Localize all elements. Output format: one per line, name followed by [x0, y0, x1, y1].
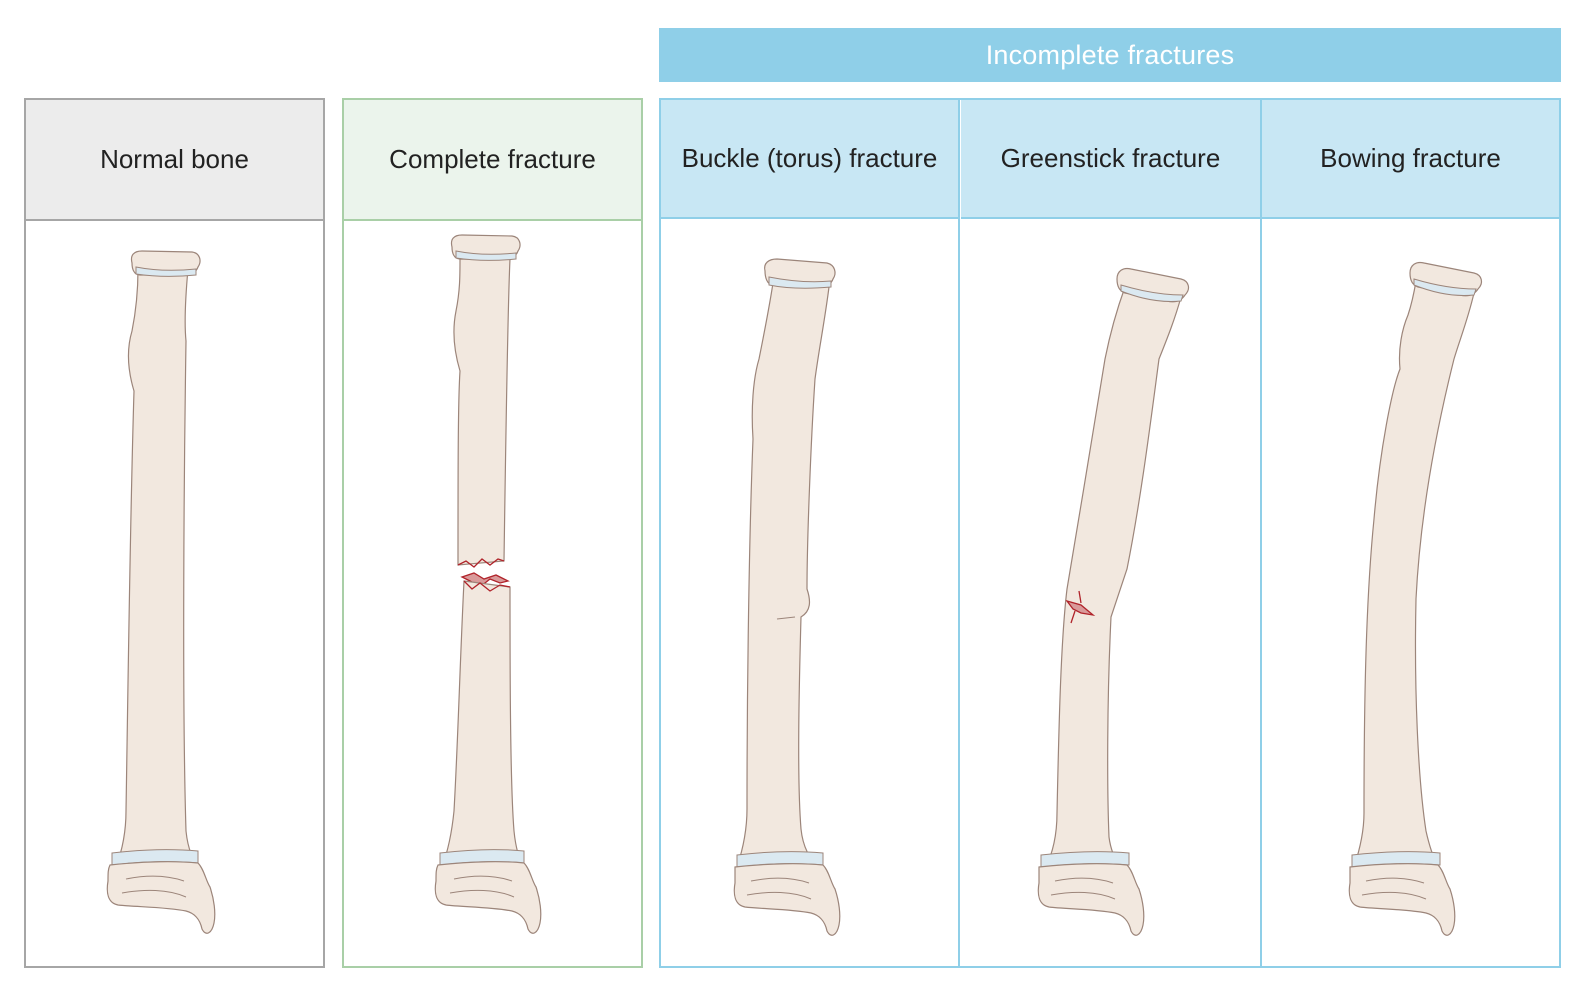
panel-greenstick-fracture-header: Greenstick fracture [961, 100, 1260, 219]
complete-fracture-illustration [434, 234, 542, 934]
panel-normal-bone-title: Normal bone [100, 144, 249, 174]
panel-bowing-fracture-header: Bowing fracture [1262, 100, 1559, 219]
panel-buckle-fracture-body [661, 219, 958, 966]
incomplete-fractures-label: Incomplete fractures [985, 39, 1235, 70]
incomplete-fractures-banner: Incomplete fractures [659, 28, 1561, 82]
panel-buckle-fracture-title: Buckle (torus) fracture [681, 143, 938, 173]
panel-normal-bone-header: Normal bone [26, 100, 323, 221]
greenstick-fracture-illustration [1037, 267, 1190, 936]
buckle-fracture-illustration [733, 258, 841, 936]
panel-complete-fracture-header: Complete fracture [344, 100, 641, 221]
panel-bowing-fracture-title: Bowing fracture [1320, 143, 1501, 173]
panel-bowing-fracture: Bowing fracture [1262, 100, 1559, 966]
panel-greenstick-fracture-body [961, 219, 1260, 966]
panel-complete-fracture-body [344, 221, 641, 966]
panel-complete-fracture-title: Complete fracture [389, 144, 596, 174]
panel-buckle-fracture: Buckle (torus) fracture [661, 100, 960, 966]
panel-normal-bone-body [26, 221, 323, 966]
panel-buckle-fracture-header: Buckle (torus) fracture [661, 100, 958, 219]
panel-normal-bone: Normal bone [24, 98, 325, 968]
panel-complete-fracture: Complete fracture [342, 98, 643, 968]
panel-greenstick-fracture: Greenstick fracture [961, 100, 1262, 966]
panel-bowing-fracture-body [1262, 219, 1559, 966]
normal-bone-illustration [106, 250, 216, 934]
incomplete-fractures-frame [659, 98, 1561, 968]
bowing-fracture-illustration [1348, 261, 1483, 936]
panel-greenstick-fracture-title: Greenstick fracture [1000, 143, 1221, 173]
